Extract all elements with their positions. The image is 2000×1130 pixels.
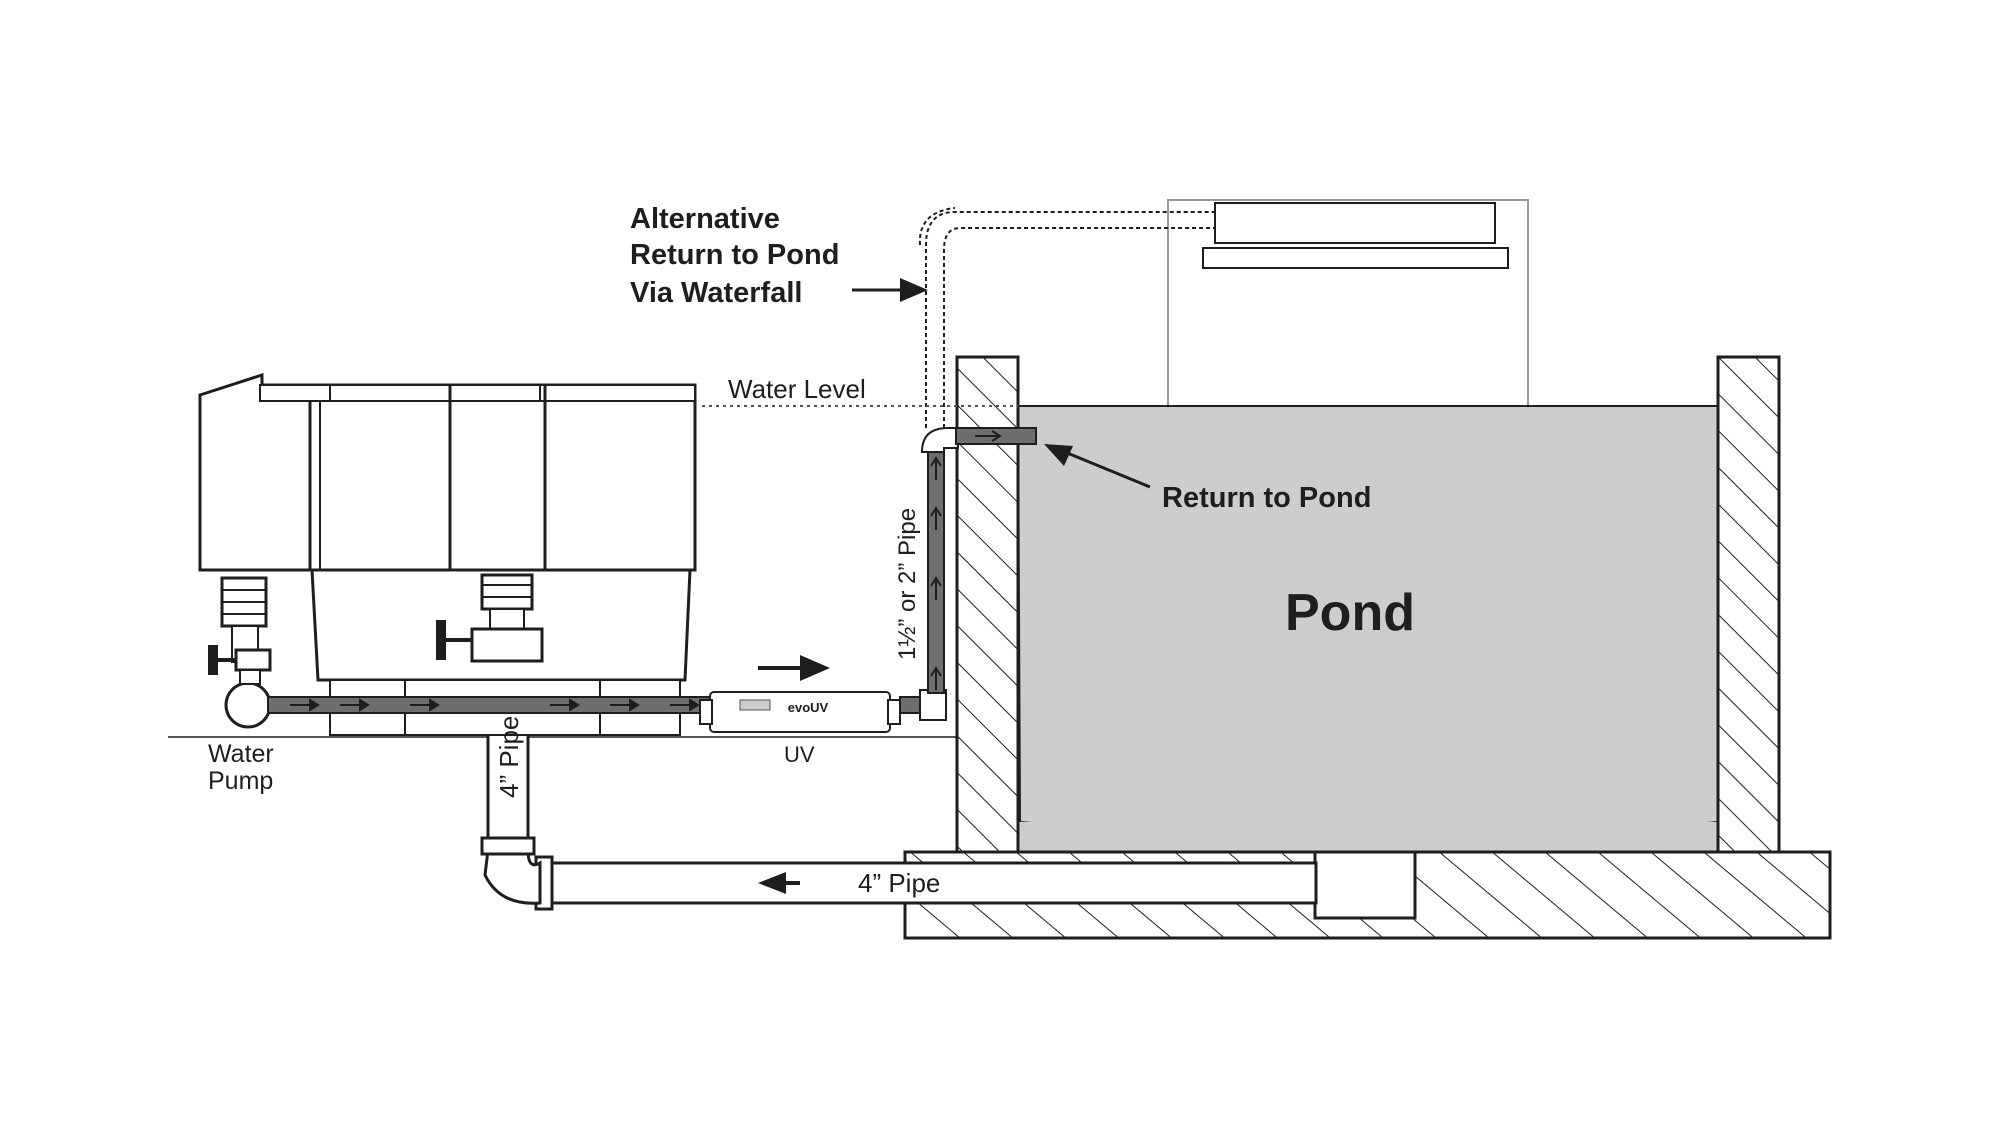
flow-pipe-pump-to-uv (267, 696, 711, 714)
return-pipe-4in-horizontal (534, 855, 1318, 911)
pond-label: Pond (1285, 584, 1415, 642)
alternative-return-label-line2: Return to Pond (630, 239, 839, 271)
uv-brand-label: evoUV (788, 700, 829, 715)
waterfall-structure (1167, 199, 1529, 409)
riser-pipe (920, 427, 959, 694)
return-to-pond-label: Return to Pond (1162, 482, 1371, 514)
flow-pipe-uv-to-riser (899, 689, 947, 721)
vertical-4in-pipe-label: 4” Pipe (494, 716, 524, 798)
uv-label: UV (784, 742, 815, 767)
uv-unit: evoUV (699, 691, 901, 733)
alternative-waterfall-pipe (918, 207, 1215, 428)
pond-right-wall (1716, 355, 1781, 854)
pond-bottom-fill (1018, 822, 1718, 852)
alternative-return-label-line1: Alternative (630, 203, 780, 235)
riser-pipe-size-label: 1½” or 2” Pipe (894, 508, 921, 660)
drain-flow-arrow (758, 872, 800, 894)
bottom-drain (1313, 850, 1417, 920)
return-to-pond-arrow (1044, 444, 1151, 489)
water-level-label: Water Level (728, 374, 866, 404)
pump-label-line1: Water (208, 740, 274, 768)
filter-unit (198, 372, 697, 736)
flow-direction-arrow (758, 655, 830, 681)
alternative-return-arrow (852, 278, 928, 302)
water-pump (208, 645, 272, 729)
horizontal-4in-pipe-label: 4” Pipe (858, 868, 940, 898)
pipe-elbow (483, 848, 542, 905)
alternative-return-label-line3: Via Waterfall (630, 277, 802, 309)
return-pipe-into-pond (955, 427, 1037, 445)
pump-label-line2: Pump (208, 767, 273, 795)
